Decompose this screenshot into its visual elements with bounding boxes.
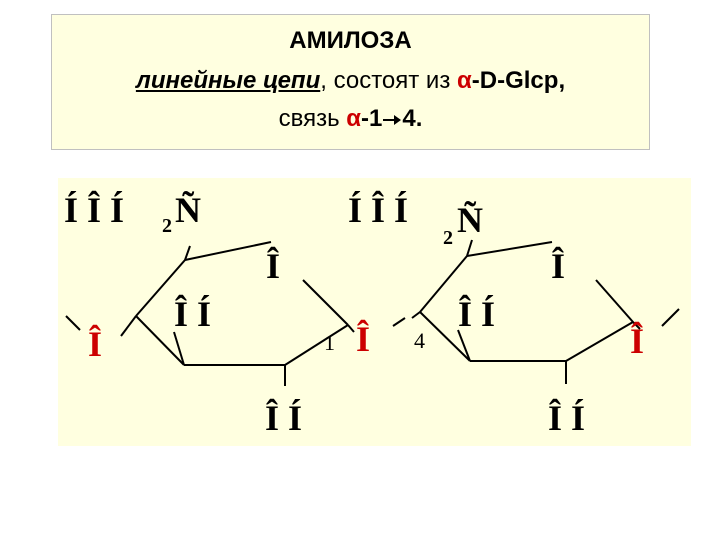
ring1-bond-c2-c1 [284, 324, 349, 366]
ring1-ch2oh-c: Ñ [175, 190, 201, 230]
structure-svg: Í Î Í 2 Ñ Î Î Í Î Í Î 1 Î 4 Í Î Í 2 Ñ Î … [64, 190, 680, 438]
ring1-ch2oh-label: Í Î Í [64, 190, 124, 230]
glcp-text: -D-Glcp, [471, 67, 566, 94]
ring2-ch2oh-subscript: 2 [443, 227, 453, 249]
position-4-label: 4 [414, 328, 425, 353]
ring2-bond-c2-c1 [565, 321, 634, 362]
consist-of-text: , состоят из [320, 67, 458, 94]
ring2-oh-middle: Î Í [458, 294, 495, 334]
ring1-bonds [65, 241, 355, 386]
ring1-bond-c5-o [184, 241, 272, 261]
ring2-bond-c4-o [411, 311, 421, 319]
ring1-c6-bond [184, 245, 191, 261]
link-end-text: 4. [402, 105, 423, 132]
ring1-bond-c4-o [120, 315, 137, 337]
ring1-bond-c5-c4 [135, 259, 186, 317]
ring2-ch2oh-c: Ñ [457, 200, 483, 240]
amylose-structure-diagram: Í Î Í 2 Ñ Î Î Í Î Í Î 1 Î 4 Í Î Í 2 Ñ Î … [58, 178, 691, 446]
ring2-ch2oh-label: Í Î Í [348, 190, 408, 230]
title-box: АМИЛОЗА линейные цепи, состоят из α-D-Gl… [51, 14, 650, 150]
ring1-ring-oxygen: Î [266, 246, 280, 286]
ring2-right-chain [661, 308, 680, 327]
linear-chains-text: линейные цепи [135, 67, 321, 94]
ring2-bond-c3-oh [457, 329, 471, 362]
ring2-link-bond [392, 317, 406, 327]
ring2-bond-c5-c4 [419, 255, 468, 313]
ring1-left-oxygen: Î [88, 324, 102, 364]
alpha-symbol: α [457, 67, 472, 94]
ring1-oh-middle: Î Í [174, 294, 211, 334]
ring2-bond-c1-o [632, 321, 641, 330]
ring2-bond-o-c1 [595, 279, 634, 323]
title-line-chains: линейные цепи, состоят из α-D-Glcp, [52, 67, 649, 95]
alpha-symbol-2: α [346, 105, 362, 132]
ring1-bond-c4-c3 [135, 315, 185, 366]
ring1-ch2oh-subscript: 2 [162, 215, 172, 237]
arrow-right-icon [383, 114, 402, 125]
title-amylose: АМИЛОЗА [289, 27, 412, 54]
ring2-bond-c5-o [466, 241, 553, 257]
ring1-left-chain [65, 315, 81, 331]
glycosidic-oxygen: Î [356, 319, 370, 359]
ring2-c6-bond [466, 239, 473, 257]
ring2-ring-oxygen: Î [551, 246, 565, 286]
ring2-oh-bottom: Î Í [548, 398, 585, 438]
title-line-bond: связь α-1 4. [52, 105, 649, 133]
ring2-right-oxygen: Î [630, 321, 644, 361]
ring1-bond-c3-oh [173, 331, 185, 366]
ring2-bonds [392, 239, 680, 384]
ring1-bond-c1-o [347, 324, 355, 333]
bond-text: связь [278, 105, 347, 132]
position-1-label: 1 [324, 330, 335, 355]
ring2-bond-c4-c3 [419, 311, 471, 362]
ring1-bond-o-c1 [302, 279, 349, 326]
link-start-text: -1 [361, 105, 383, 132]
ring1-oh-bottom: Î Í [265, 398, 302, 438]
